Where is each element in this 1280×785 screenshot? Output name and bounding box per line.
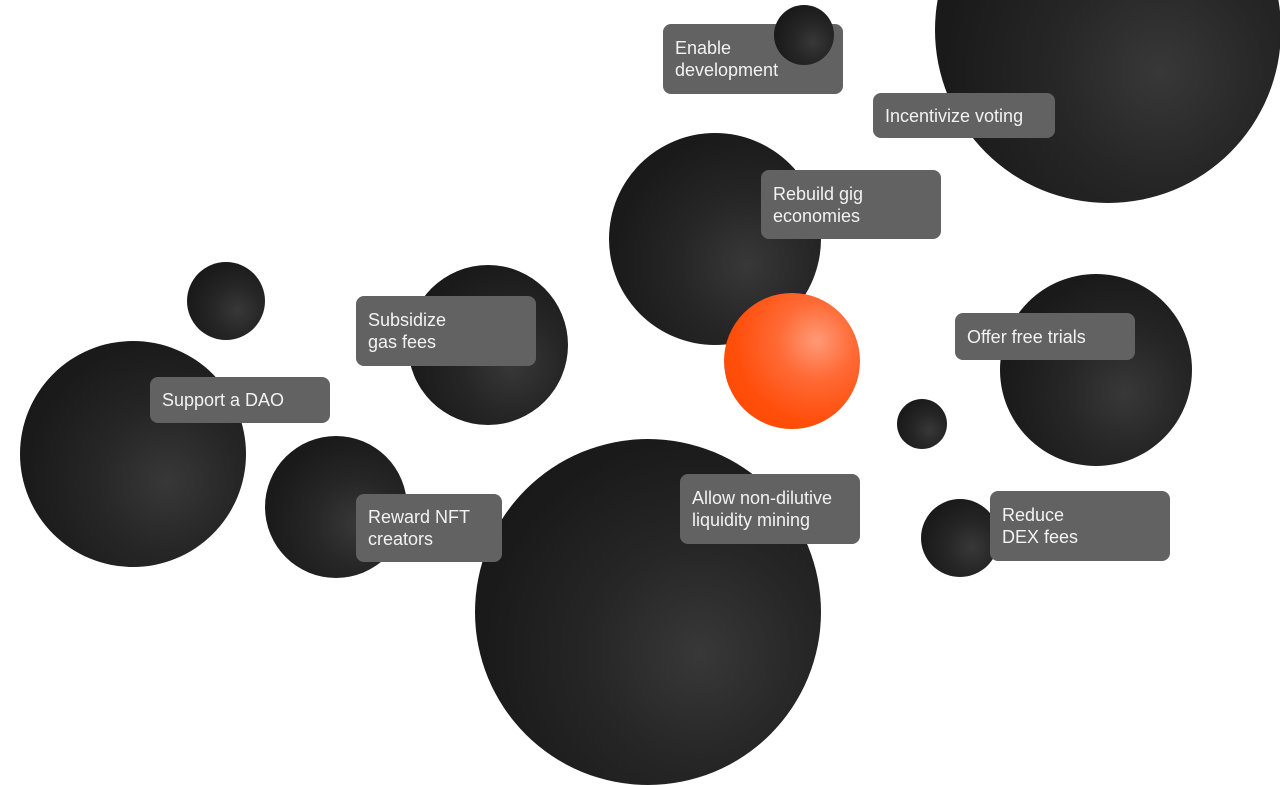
label-liquidity-mining: Allow non-dilutive liquidity mining (680, 474, 860, 544)
sphere-right (1000, 274, 1192, 466)
label-text: Rebuild gig economies (773, 183, 864, 226)
label-text: Reward NFT creators (368, 507, 470, 549)
label-text: Allow non-dilutive liquidity mining (692, 488, 833, 530)
sphere-dex (921, 499, 999, 577)
label-reward-nft: Reward NFT creators (356, 494, 502, 562)
label-incentivize-voting: Incentivize voting (873, 93, 1055, 138)
label-text: Support a DAO (162, 390, 285, 410)
sphere-accent-orange (724, 293, 860, 429)
sphere-left-large (20, 341, 246, 567)
label-text: Incentivize voting (885, 105, 1024, 126)
label-reduce-dex: Reduce DEX fees (990, 491, 1170, 561)
label-rebuild-gig: Rebuild gig economies (761, 170, 941, 239)
label-text: Subsidize gas fees (368, 310, 447, 352)
label-text: Reduce DEX fees (1002, 505, 1079, 547)
sphere-small-left (187, 262, 265, 340)
label-support-dao: Support a DAO (150, 377, 330, 423)
sphere-top-small (774, 5, 834, 65)
label-text: Enable development (675, 38, 779, 80)
label-subsidize-gas: Subsidize gas fees (356, 296, 536, 366)
label-offer-trials: Offer free trials (955, 313, 1135, 360)
label-text: Offer free trials (967, 326, 1086, 347)
sphere-small-right (897, 399, 947, 449)
